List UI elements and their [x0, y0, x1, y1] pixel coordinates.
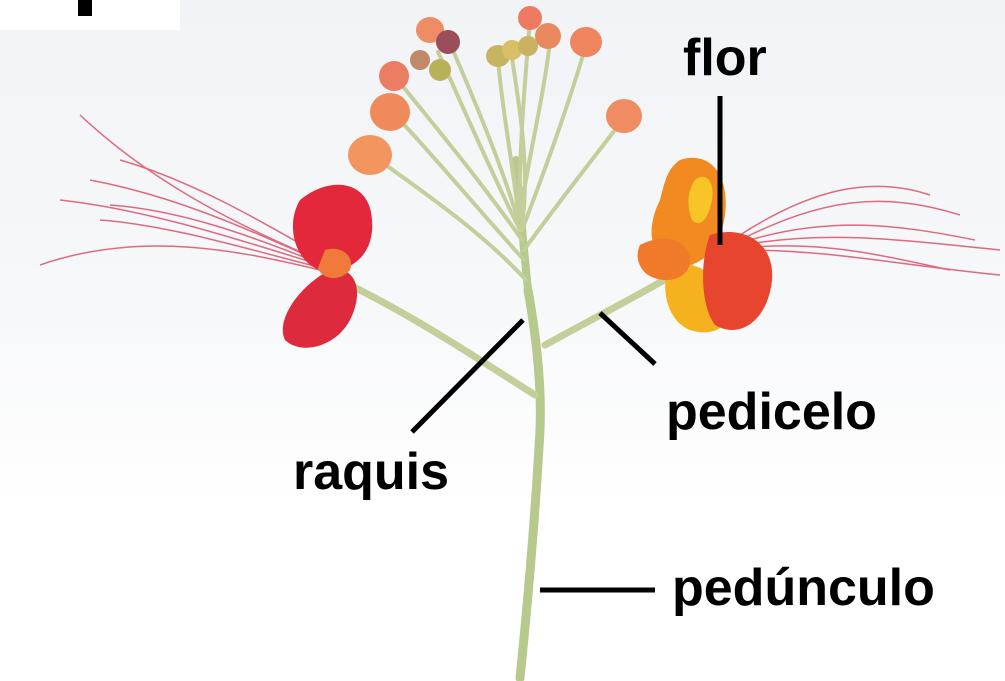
left-flower — [283, 185, 372, 348]
peduncle-stem — [520, 290, 540, 678]
label-raquis: raquis — [293, 446, 449, 498]
pedicelo-leader-line — [600, 313, 655, 364]
label-pedunculo: pedúnculo — [672, 562, 935, 614]
right-flower — [638, 158, 773, 333]
right-flower-stamens — [740, 186, 1000, 275]
label-pedicelo: pedicelo — [666, 386, 877, 438]
pedicel-left-flower — [350, 285, 535, 395]
left-flower-stamens — [40, 115, 332, 272]
label-flor: flor — [683, 32, 767, 84]
